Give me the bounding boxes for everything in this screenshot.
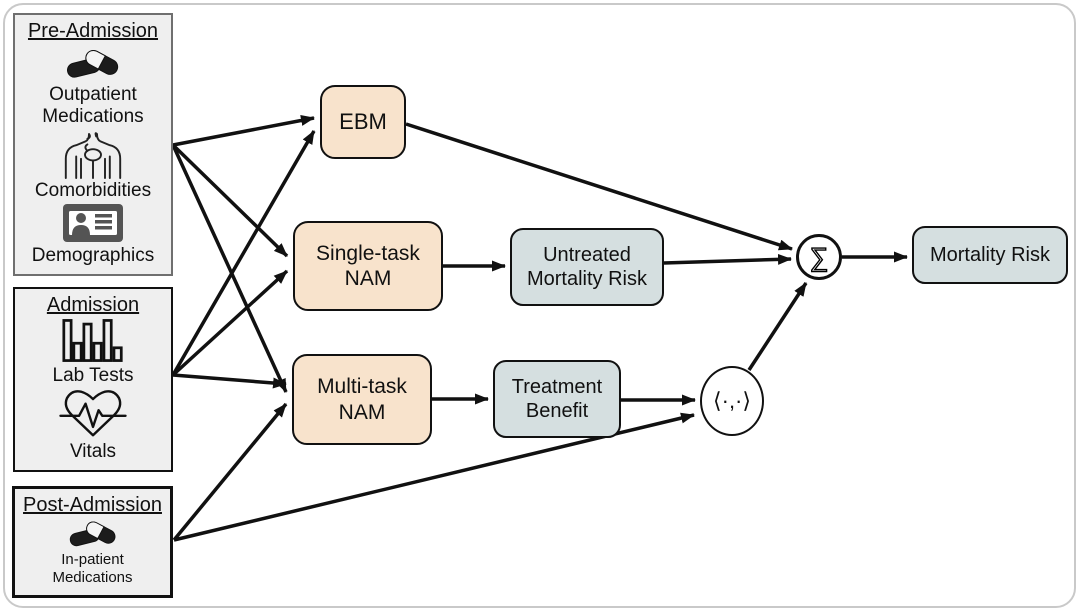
inner-product-symbol: ⟨·,·⟩	[713, 388, 751, 413]
arrow-admission-to-multi-task-nam	[172, 373, 287, 389]
arrow-pre-admission-to-single-task-nam	[171, 143, 289, 258]
pre-admission-title: Pre-Admission	[27, 20, 159, 42]
model-box-single-task-nam: Single-task NAM	[293, 221, 443, 311]
input-label-lab-tests: Lab Tests	[52, 364, 134, 386]
arrow-admission-to-single-task-nam	[171, 269, 289, 377]
model-box-multi-task-nam: Multi-task NAM	[292, 354, 432, 445]
input-label-vitals: Vitals	[69, 440, 117, 462]
input-label-outpatient-medications: Outpatient Medications	[42, 84, 144, 127]
pills-icon	[67, 49, 119, 78]
torso-organs-icon	[64, 131, 122, 179]
input-label-in-patient-medications: In-patient Medications	[52, 551, 133, 586]
arrow-pre-admission-to-ebm	[172, 115, 315, 147]
input-label-comorbidities: Comorbidities	[34, 180, 152, 202]
output-box-untreated-mortality-risk: Untreated Mortality Risk	[510, 228, 664, 306]
output-box-mortality-risk: Mortality Risk	[912, 226, 1068, 284]
admission-title: Admission	[46, 294, 140, 316]
output-box-treatment-benefit: Treatment Benefit	[493, 360, 621, 438]
input-group-post-admission: Post-Admission In-patient Medications	[12, 486, 173, 598]
pills-icon	[69, 521, 115, 547]
arrow-pre-admission-to-multi-task-nam	[171, 144, 288, 393]
sigma-icon: ∑	[809, 241, 829, 272]
arrow-post-admission-to-multi-task-nam	[172, 402, 288, 542]
arrow-inner-product-to-sum	[747, 282, 808, 371]
input-group-admission: Admission Lab Tests Vitals	[13, 287, 173, 472]
input-label-demographics: Demographics	[31, 244, 155, 266]
arrow-untreated-mortality-risk-to-sum	[663, 253, 792, 265]
arrow-admission-to-ebm	[171, 130, 316, 376]
arrow-ebm-to-sum	[405, 122, 793, 251]
svg-text:∑: ∑	[810, 242, 829, 272]
heart-ecg-icon	[59, 390, 127, 437]
input-group-pre-admission: Pre-Admission Outpatient Medications Com…	[13, 13, 173, 276]
post-admission-title: Post-Admission	[23, 494, 162, 516]
model-box-ebm: EBM	[320, 85, 406, 159]
id-card-icon	[63, 204, 123, 243]
sum-operator-node: ∑	[796, 234, 842, 280]
inner-product-operator-node: ⟨·,·⟩	[700, 366, 764, 436]
bar-chart-icon	[62, 319, 123, 363]
